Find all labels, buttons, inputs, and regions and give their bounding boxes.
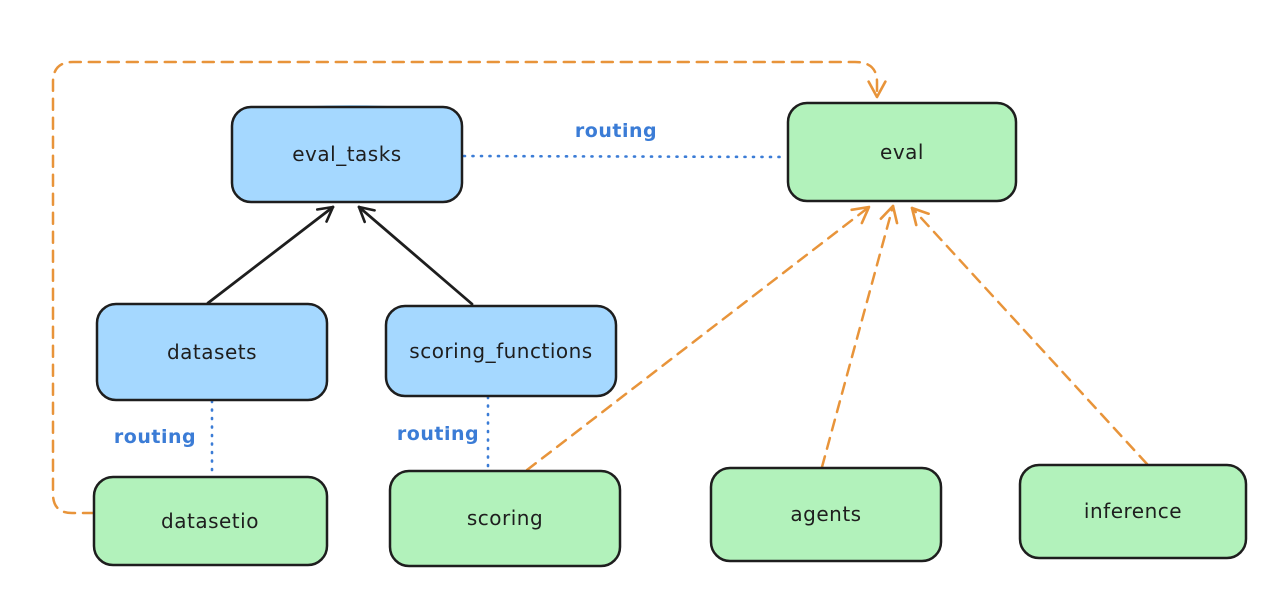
node-scoring-box bbox=[388, 469, 622, 568]
node-datasetio: datasetio bbox=[92, 475, 329, 567]
node-agents-label: agents bbox=[790, 502, 861, 526]
node-scoring-functions-label: scoring_functions bbox=[409, 339, 592, 363]
edge-eval-tasks-to-eval-routing bbox=[462, 154, 788, 159]
node-scoring: scoring bbox=[388, 469, 622, 568]
node-inference-label: inference bbox=[1084, 499, 1182, 523]
edge-inference-to-eval bbox=[910, 206, 1149, 466]
node-datasets: datasets bbox=[95, 302, 329, 402]
edge-datasetio-to-eval-loop bbox=[51, 60, 887, 515]
edge-datasets-to-eval-tasks bbox=[206, 205, 335, 305]
routing-label-scoring: routing bbox=[397, 423, 479, 445]
node-agents-box bbox=[709, 466, 943, 563]
node-agents: agents bbox=[709, 466, 943, 563]
routing-label-datasets: routing bbox=[114, 426, 196, 448]
node-scoring-functions-box bbox=[384, 304, 618, 398]
node-eval-tasks-box bbox=[230, 105, 464, 204]
node-datasets-box bbox=[95, 302, 329, 402]
routing-label-top: routing bbox=[575, 120, 657, 142]
node-eval: eval bbox=[786, 101, 1018, 203]
node-eval-tasks: eval_tasks bbox=[230, 105, 464, 204]
node-inference: inference bbox=[1018, 463, 1248, 560]
node-scoring-label: scoring bbox=[467, 506, 543, 530]
node-scoring-functions: scoring_functions bbox=[384, 304, 618, 398]
node-datasetio-label: datasetio bbox=[161, 509, 259, 533]
node-eval-box bbox=[786, 101, 1018, 203]
edge-scoring-to-eval bbox=[525, 205, 871, 472]
edge-scoring-functions-to-eval-tasks bbox=[357, 205, 474, 306]
node-datasetio-box bbox=[92, 475, 329, 567]
edge-agents-to-eval bbox=[820, 204, 899, 469]
node-datasets-label: datasets bbox=[167, 340, 257, 364]
node-eval-label: eval bbox=[880, 140, 924, 164]
node-eval-tasks-label: eval_tasks bbox=[292, 142, 401, 166]
node-inference-box bbox=[1018, 463, 1248, 560]
